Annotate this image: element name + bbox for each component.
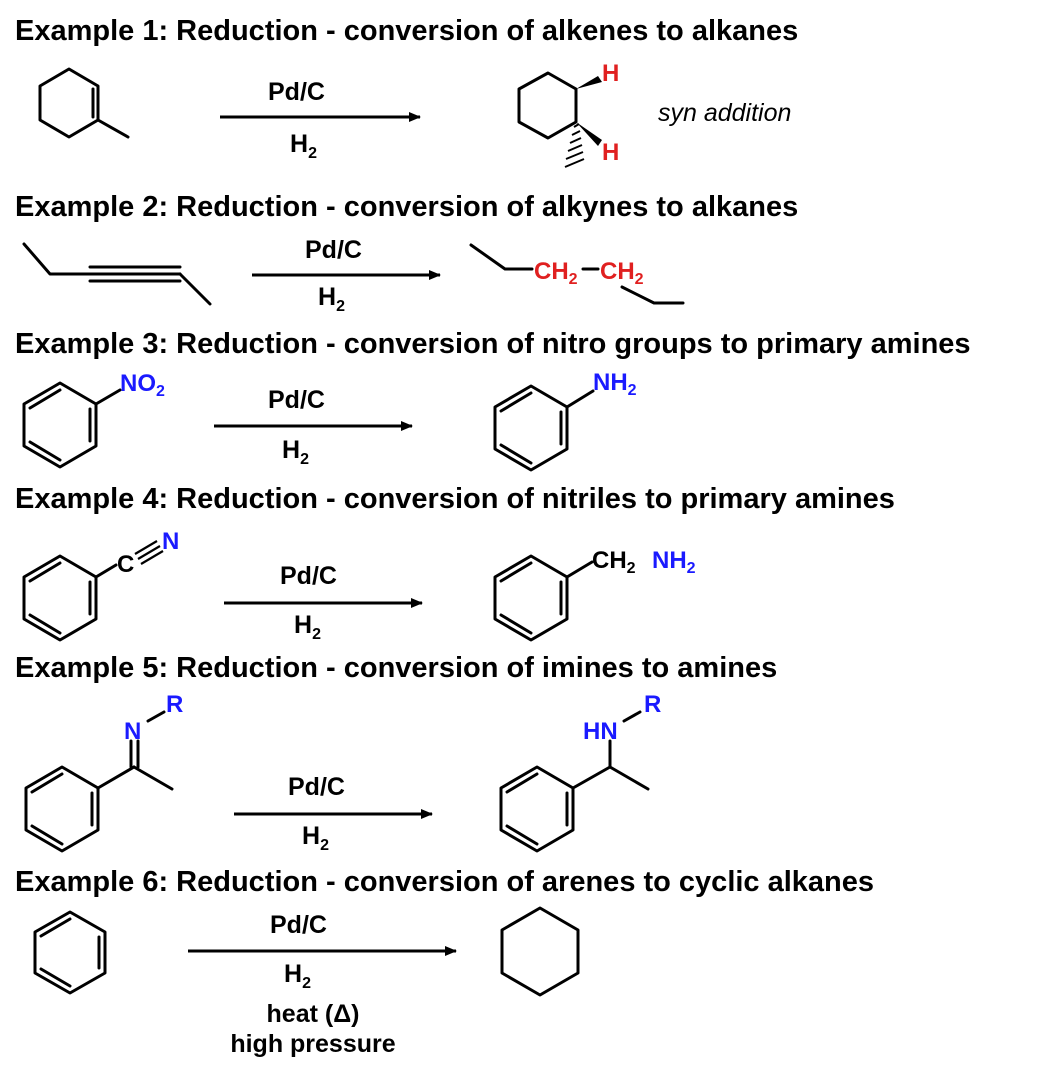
example-3-reagent-h2: H2 (282, 436, 309, 468)
nitro-group: NO2 (120, 370, 165, 400)
example-1-product-cyclohexane: H H (517, 60, 619, 168)
example-5-reaction-arrow: Pd/C H2 (234, 773, 433, 854)
example-6-title: Example 6: Reduction - conversion of are… (15, 866, 874, 898)
example-1-reagent-h2: H2 (290, 130, 317, 162)
example-2-reactant-3-hexyne (22, 242, 212, 306)
nitrile-carbon: C (117, 551, 134, 578)
added-hydrogen-top: H (602, 60, 619, 87)
amine-r-group: R (644, 691, 661, 718)
example-1-reaction-arrow: Pd/C H2 (220, 78, 421, 162)
example-5-reagent-h2: H2 (302, 822, 329, 854)
example-2-reagent-catalyst: Pd/C (305, 236, 362, 264)
example-4-reactant-benzonitrile: C N (22, 528, 179, 642)
added-hydrogen-bottom: H (602, 139, 619, 166)
example-5-title: Example 5: Reduction - conversion of imi… (15, 652, 777, 684)
example-6-reaction-arrow: Pd/C H2 heat (Δ) high pressure (188, 911, 457, 1058)
example-3-title: Example 3: Reduction - conversion of nit… (15, 328, 971, 360)
example-1-reagent-catalyst: Pd/C (268, 78, 325, 106)
amine-hn: HN (583, 718, 618, 745)
amine-group: NH2 (593, 369, 637, 399)
example-3-reaction-arrow: Pd/C H2 (214, 386, 413, 468)
imine-nitrogen: N (124, 718, 141, 745)
example-2-product-hexane: CH2 CH2 (469, 243, 685, 305)
nitrile-nitrogen: N (162, 528, 179, 555)
example-3-reactant-nitrobenzene: NO2 (22, 370, 165, 469)
syn-addition-note: syn addition (658, 99, 791, 127)
example-4: Example 4: Reduction - conversion of nit… (15, 483, 895, 643)
example-6-product-cyclohexane (500, 906, 580, 997)
product-ch2-b: CH2 (600, 258, 644, 288)
example-1-reactant-methylcyclohexene (38, 67, 130, 139)
example-2-title: Example 2: Reduction - conversion of alk… (15, 191, 798, 223)
example-1: Example 1: Reduction - conversion of alk… (15, 15, 798, 168)
example-5-reactant-imine: N R (24, 691, 183, 853)
example-2: Example 2: Reduction - conversion of alk… (15, 191, 798, 315)
example-4-reaction-arrow: Pd/C H2 (224, 562, 423, 643)
example-4-reagent-catalyst: Pd/C (280, 562, 337, 590)
example-6-reagent-catalyst: Pd/C (270, 911, 327, 939)
example-2-reaction-arrow: Pd/C H2 (252, 236, 441, 315)
example-5-product-amine: HN R (499, 691, 661, 853)
example-4-product-benzylamine: CH2 NH2 (493, 547, 696, 642)
amine-nh2: NH2 (652, 547, 696, 577)
example-6-reagent-h2: H2 (284, 960, 311, 992)
example-1-title: Example 1: Reduction - conversion of alk… (15, 15, 798, 47)
example-3-product-aniline: NH2 (493, 369, 637, 472)
example-4-reagent-h2: H2 (294, 611, 321, 643)
benzylic-ch2: CH2 (592, 547, 636, 577)
example-2-reagent-h2: H2 (318, 283, 345, 315)
product-ch2-a: CH2 (534, 258, 578, 288)
example-3-reagent-catalyst: Pd/C (268, 386, 325, 414)
example-6: Example 6: Reduction - conversion of are… (15, 866, 874, 1058)
example-6-reagent-pressure: high pressure (230, 1030, 395, 1058)
example-6-reagent-heat: heat (Δ) (267, 1000, 360, 1028)
example-4-title: Example 4: Reduction - conversion of nit… (15, 483, 895, 515)
example-5: Example 5: Reduction - conversion of imi… (15, 652, 777, 854)
example-6-reactant-benzene (33, 910, 107, 995)
imine-r-group: R (166, 691, 183, 718)
example-3: Example 3: Reduction - conversion of nit… (15, 328, 971, 472)
example-5-reagent-catalyst: Pd/C (288, 773, 345, 801)
